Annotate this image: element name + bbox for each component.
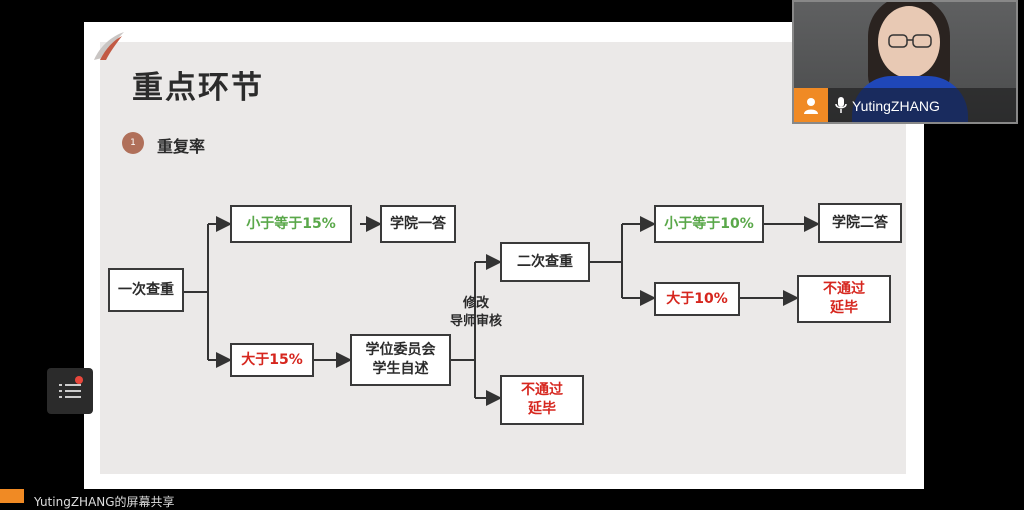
le15-box: 小于等于15% [230,205,352,243]
slide-title: 重点环节 [132,70,264,106]
share-status-bar [0,489,1024,503]
college-reply-1-box: 学院一答 [380,205,456,243]
gt15-box: 大于15% [230,343,314,377]
microphone-icon[interactable] [834,96,848,114]
sharer-avatar-icon [0,489,24,503]
revise-label: 修改 导师审核 [449,296,502,329]
college-reply-2-box: 学院二答 [818,203,902,243]
first-check-box: 一次查重 [108,268,184,312]
user-avatar-icon [794,88,828,122]
committee-statement-box: 学位委员会 学生自述 [350,334,451,386]
notification-dot [75,376,83,384]
fail-delay-1-box: 不通过 延毕 [500,375,584,425]
section-title: 重复率 [157,137,206,156]
second-check-box: 二次查重 [500,242,590,282]
le10-box: 小于等于10% [654,205,764,243]
logo-icon [94,32,124,60]
gt10-box: 大于10% [654,282,740,316]
screen-share-label: YutingZHANG的屏幕共享 [34,495,175,509]
section-number-badge: 1 [122,132,144,154]
list-icon [59,384,81,398]
webcam-name-bar [794,88,1016,122]
webcam-tile[interactable]: YutingZHANG [792,0,1018,124]
glasses-icon [888,34,932,48]
fail-delay-2-box: 不通过 延毕 [797,275,891,323]
participant-list-button[interactable] [47,368,93,414]
participant-name: YutingZHANG [852,98,940,114]
